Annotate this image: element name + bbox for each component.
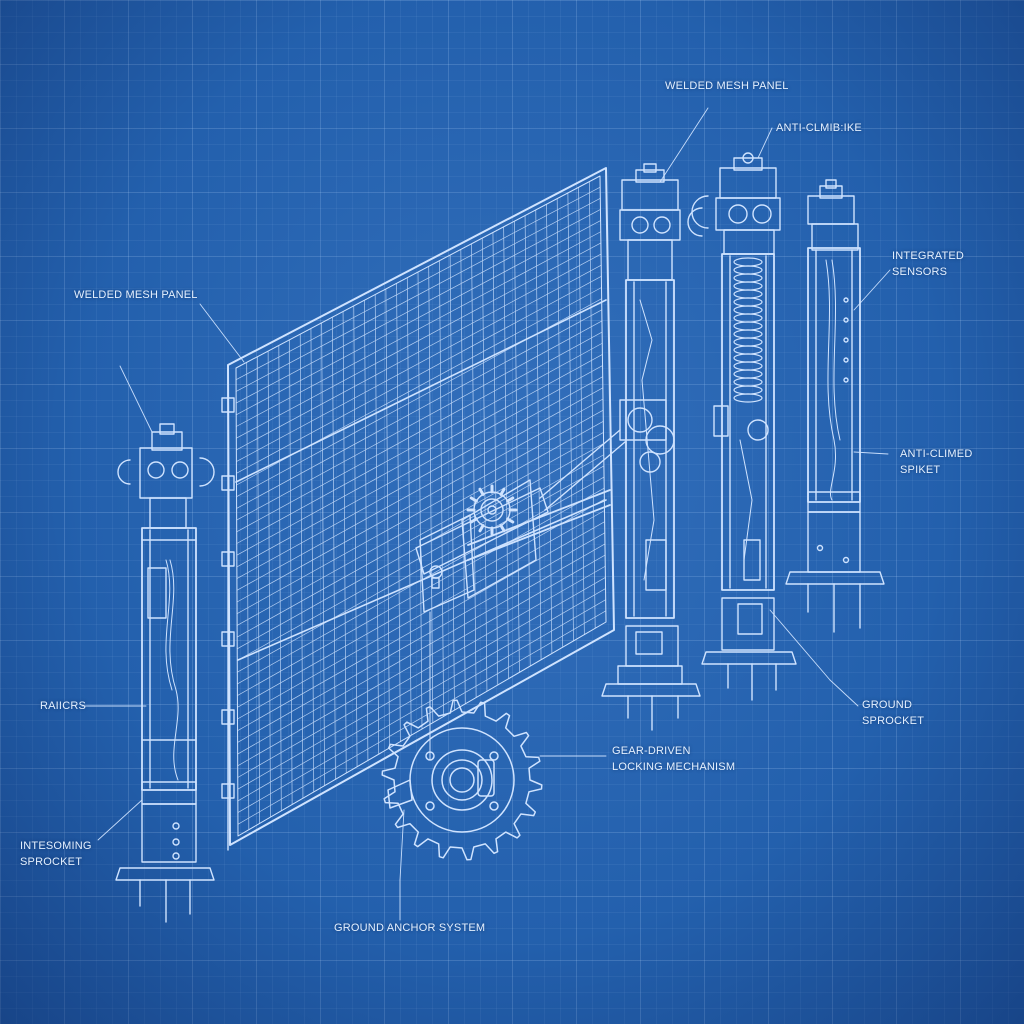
label-gear-driven-locking-line1: GEAR-DRIVEN: [612, 745, 691, 757]
label-rails: RAIICRS: [40, 700, 87, 712]
label-ground-anchor-system: GROUND ANCHOR SYSTEM: [334, 922, 486, 934]
left-post: [115, 423, 215, 923]
label-integrated-sensors: INTEGRATED SENSORS: [892, 248, 964, 280]
anti-climb-post: [691, 152, 797, 701]
label-anti-climb-spike: ANTI-CLIMED SPIKET: [900, 446, 972, 478]
panel-latch-assembly: [415, 429, 626, 761]
label-ground-sprocket: GROUND SPROCKET: [862, 697, 924, 729]
sensor-post: [785, 179, 885, 633]
label-welded-mesh-panel-top: WELDED MESH PANEL: [665, 80, 789, 92]
label-intesoming-sprocket-line2: SPROCKET: [20, 856, 83, 868]
label-gear-driven-locking-line2: LOCKING MECHANISM: [612, 761, 736, 773]
label-anti-climb-top: ANTI-CLMIB:IKE: [776, 122, 862, 134]
label-anti-climb-spike-line1: ANTI-CLIMED: [900, 448, 973, 460]
label-integrated-sensors-line2: SENSORS: [892, 266, 948, 278]
label-ground-sprocket-line1: GROUND: [862, 699, 913, 711]
welded-mesh-panel: [221, 167, 615, 851]
label-anti-climb-spike-line2: SPIKET: [900, 464, 941, 476]
label-intesoming-sprocket: INTESOMING SPROCKET: [20, 838, 92, 870]
gear-driven-locking-mechanism: [381, 699, 543, 861]
label-welded-mesh-panel-left: WELDED MESH PANEL: [74, 289, 198, 301]
latch-post: [601, 163, 703, 731]
label-gear-driven-locking: GEAR-DRIVEN LOCKING MECHANISM: [612, 743, 735, 775]
label-integrated-sensors-line1: INTEGRATED: [892, 250, 965, 262]
label-ground-sprocket-line2: SPROCKET: [862, 715, 925, 727]
label-intesoming-sprocket-line1: INTESOMING: [20, 840, 92, 852]
leader-lines: [81, 107, 891, 921]
